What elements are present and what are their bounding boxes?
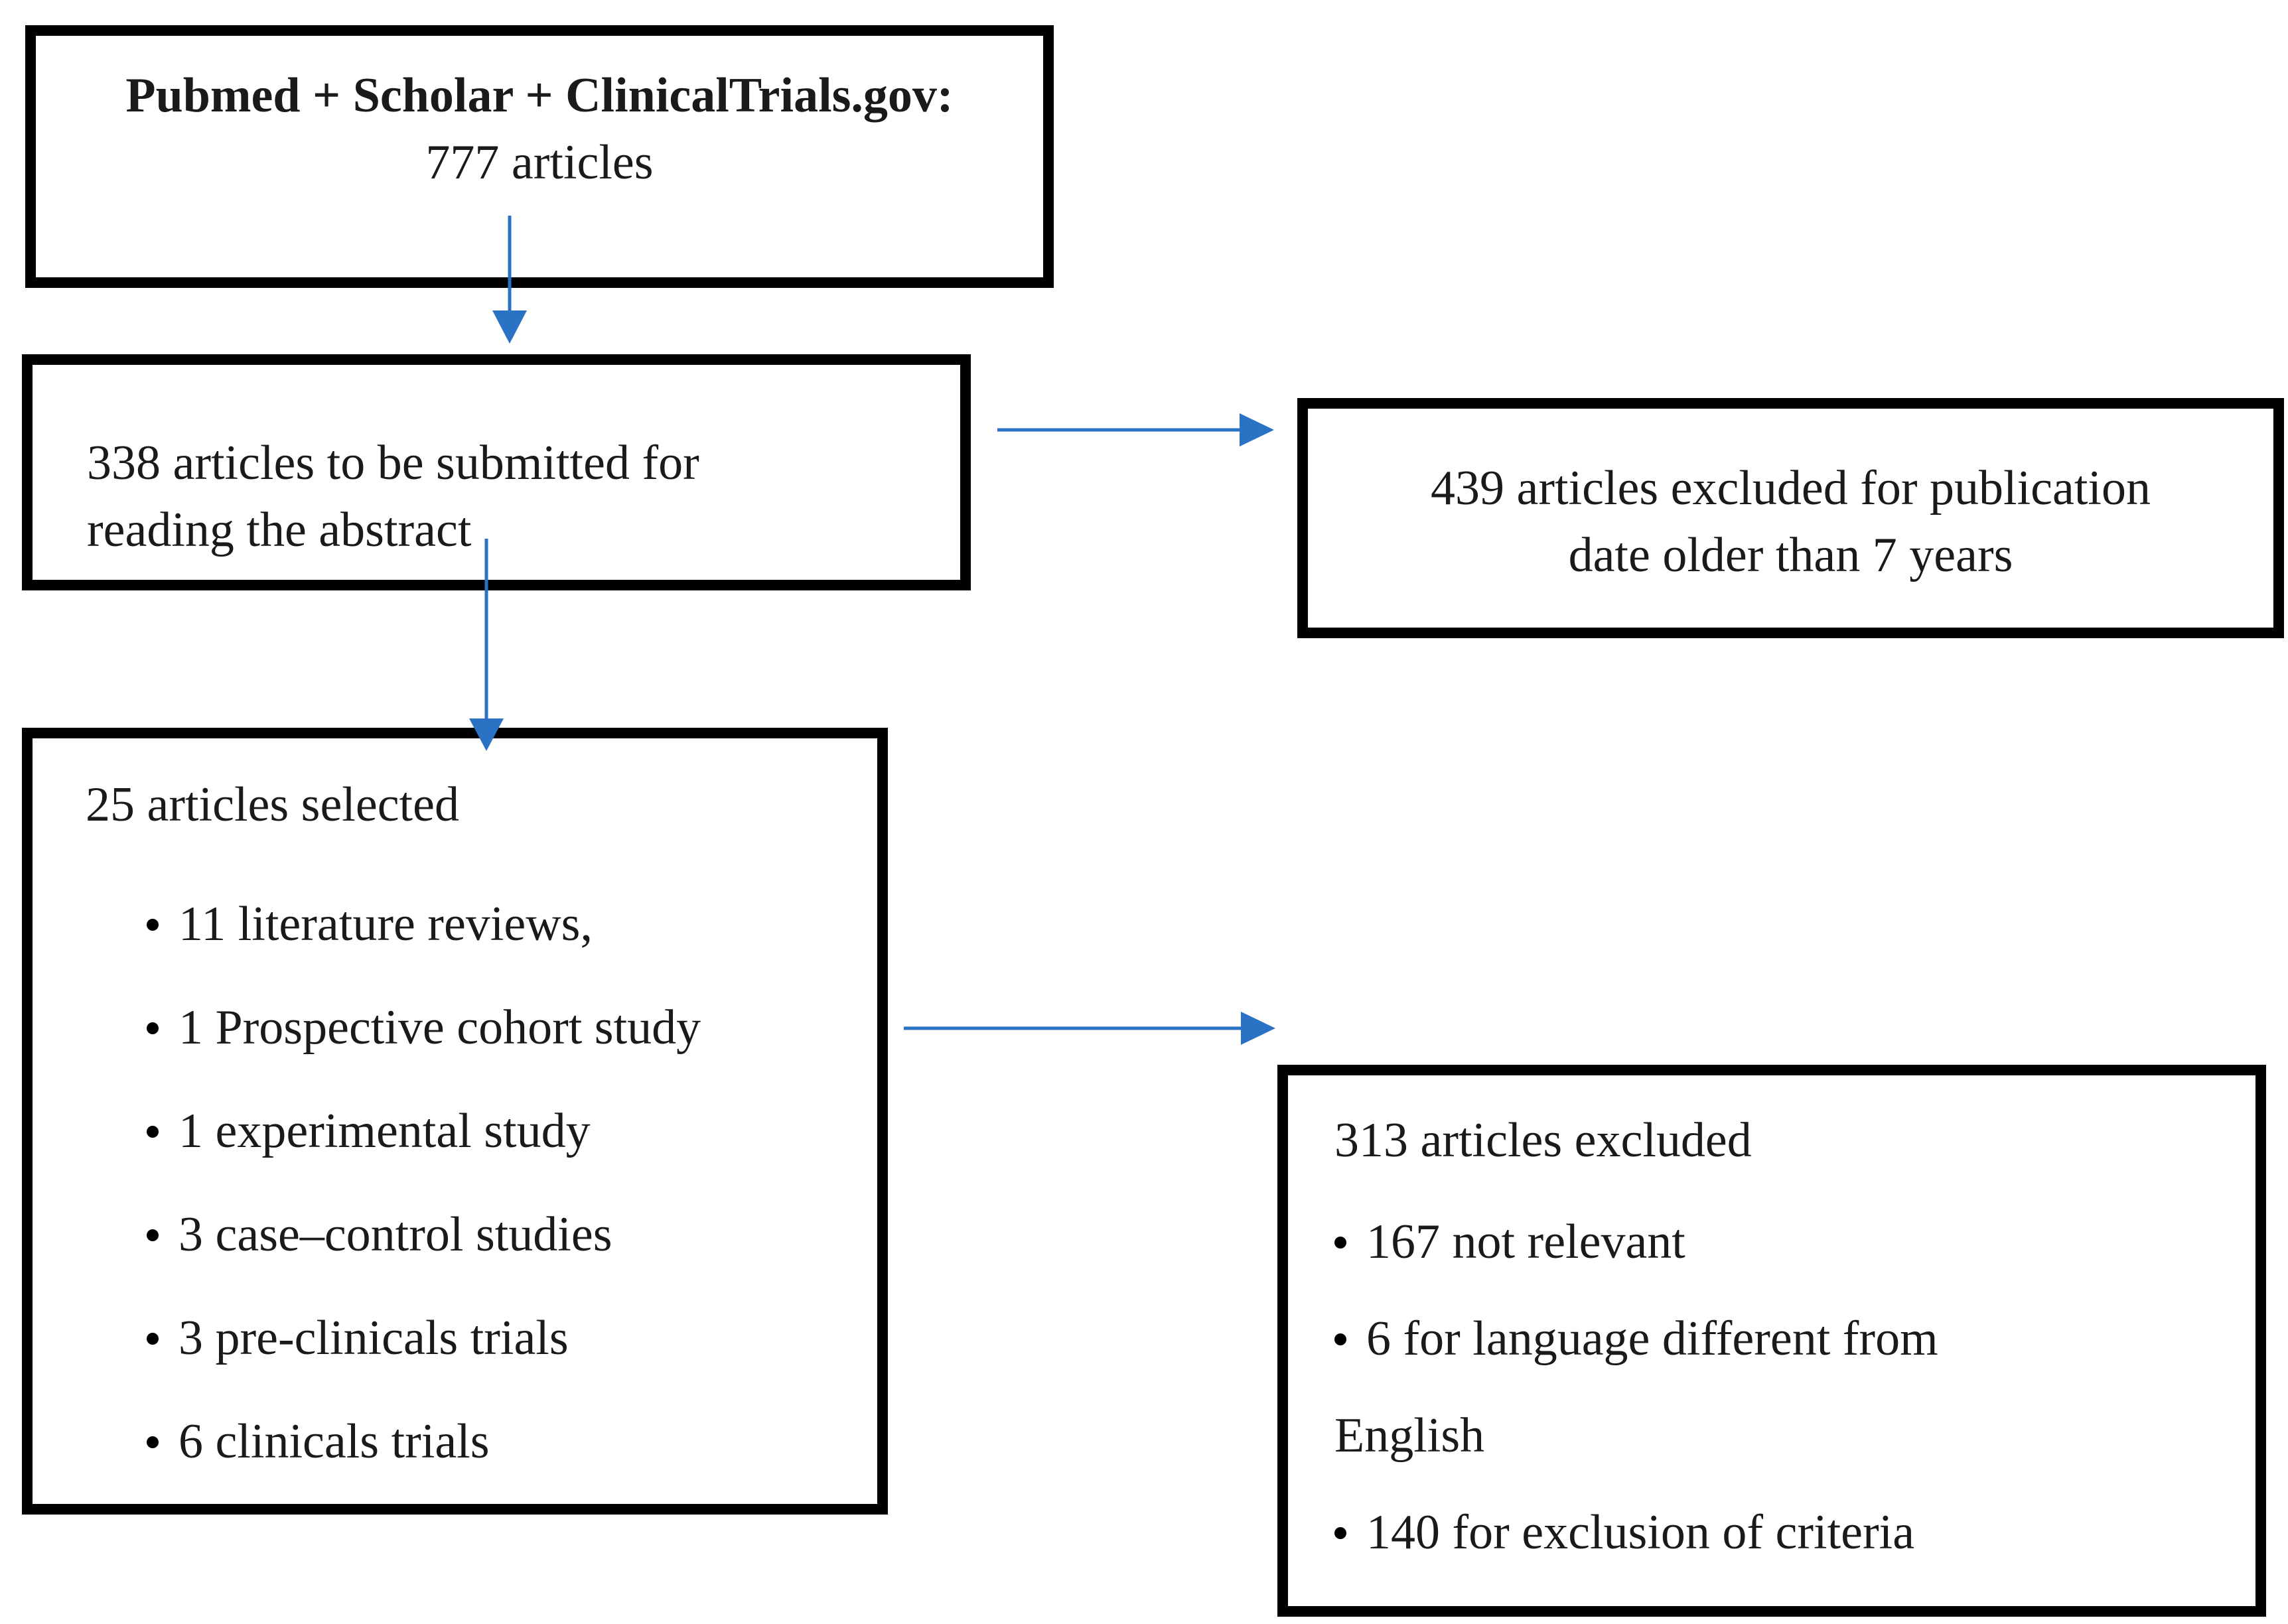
selected-item: 1 Prospective cohort study (147, 977, 877, 1080)
excluded-item-label: 140 for exclusion of criteria (1366, 1505, 1915, 1560)
bullet-icon (147, 1332, 159, 1345)
bullet-icon (147, 1125, 159, 1138)
screening-text-line-1: 338 articles to be submitted for (87, 436, 699, 490)
selected-item-label: 3 pre-clinicals trials (179, 1311, 569, 1366)
selected-item-label: 6 clinicals trials (179, 1414, 490, 1469)
arrowhead-right-1 (1240, 413, 1274, 446)
excluded-item-label: 6 for language different from (1366, 1312, 1938, 1367)
bullet-icon (147, 1229, 159, 1241)
date-exclusion-line-2: date older than 7 years (1568, 527, 2013, 582)
bullet-icon (1334, 1236, 1346, 1249)
arrowhead-right-2 (1241, 1012, 1275, 1045)
selected-item: 3 case–control studies (147, 1184, 877, 1287)
excluded-item-label: English (1334, 1408, 1485, 1463)
bullet-icon (1334, 1526, 1346, 1539)
arrowhead-down-1 (492, 310, 527, 344)
source-databases-box: Pubmed + Scholar + ClinicalTrials.gov: 7… (25, 25, 1054, 288)
excluded-item: 167 not relevant (1334, 1194, 2255, 1291)
screening-text-line-2: reading the abstract (87, 502, 472, 557)
selected-item: 1 experimental study (147, 1080, 877, 1184)
abstract-screening-box: 338 articles to be submitted for reading… (22, 354, 971, 590)
date-exclusion-line-1: 439 articles excluded for publication (1431, 461, 2151, 515)
arrowhead-down-2 (469, 718, 504, 751)
bullet-icon (147, 918, 159, 931)
date-exclusion-box: 439 articles excluded for publication da… (1297, 398, 2284, 638)
selected-articles-box: 25 articles selected 11 literature revie… (22, 728, 888, 1515)
bullet-icon (147, 1436, 159, 1448)
excluded-item: 6 for language different from (1334, 1291, 2255, 1388)
selected-item-label: 3 case–control studies (179, 1207, 612, 1262)
selected-item: 6 clinicals trials (147, 1390, 877, 1494)
excluded-item: 140 for exclusion of criteria (1334, 1485, 2255, 1582)
excluded-articles-box: 313 articles excluded 167 not relevant 6… (1277, 1065, 2266, 1617)
bullet-icon (147, 1022, 159, 1034)
selected-item: 11 literature reviews, (147, 873, 877, 977)
selected-articles-title: 25 articles selected (86, 778, 459, 832)
selected-item-label: 11 literature reviews, (179, 897, 593, 952)
selected-item-label: 1 experimental study (179, 1104, 591, 1159)
selected-item: 3 pre-clinicals trials (147, 1287, 877, 1390)
databases-heading: Pubmed + Scholar + ClinicalTrials.gov: (125, 68, 954, 123)
excluded-articles-title: 313 articles excluded (1334, 1113, 1752, 1168)
excluded-item-continuation: English (1334, 1388, 2255, 1485)
bullet-icon (1334, 1333, 1346, 1345)
excluded-item-label: 167 not relevant (1366, 1215, 1685, 1270)
total-articles-count: 777 articles (425, 135, 654, 190)
selected-item-label: 1 Prospective cohort study (179, 1000, 701, 1055)
